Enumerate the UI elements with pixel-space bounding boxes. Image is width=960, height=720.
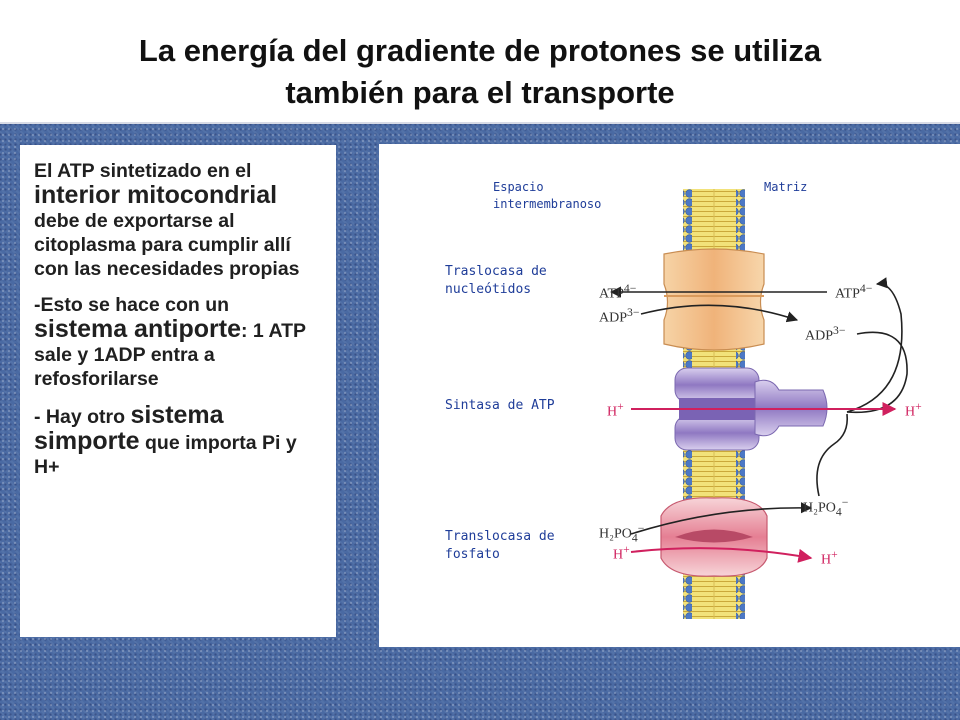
- p2-text-c: : 1 ATP sale y 1ADP entra a refosforilar…: [34, 320, 306, 390]
- adp-phosphorylation-arrow: [846, 331, 908, 414]
- title-line-2: también para el transporte: [285, 75, 675, 110]
- phosphate-left: H₂PO4−: [599, 522, 644, 544]
- adp-right: ADP3−: [805, 324, 845, 345]
- paragraph-symport: - Hay otro sistema simporte que importa …: [34, 403, 326, 479]
- proton-bottom-left-charge: +: [623, 543, 630, 556]
- proton-bottom-right-text: H: [821, 552, 832, 568]
- proton-right: H+: [905, 400, 922, 421]
- phosphate-right-charge: −: [841, 496, 849, 509]
- adp-left: ADP3−: [599, 306, 639, 327]
- adp-left-text: ADP: [599, 310, 628, 326]
- atp-right-text: ATP: [835, 286, 860, 302]
- proton-right-charge: +: [915, 400, 922, 413]
- phosphate-translocase-protein: [660, 497, 768, 577]
- p1-text-emphasis: interior mitocondrial: [34, 181, 278, 209]
- phosphate-left-text: H₂PO: [599, 526, 632, 542]
- atp-left-text: ATP: [599, 286, 624, 302]
- paragraph-antiport: -Esto se hace con un sistema antiporte: …: [34, 293, 326, 391]
- adp-left-charge: 3−: [627, 306, 640, 319]
- p1-text-a: El ATP sintetizado en el: [34, 160, 252, 182]
- label-atp-synthase: Sintasa de ATP: [445, 398, 555, 413]
- proton-left-text: H: [607, 404, 618, 420]
- label-phosphate-translocase: Translocasa de fosfato: [445, 529, 555, 562]
- label-nucleotide-translocase: Traslocasa de nucleótidos: [445, 264, 547, 297]
- atp-regeneration-arrow: [846, 277, 903, 413]
- label-intermembrane-space: Espacio intermembranoso: [493, 180, 602, 211]
- p2-text-emphasis: sistema antiporte: [34, 315, 242, 343]
- title-band: La energía del gradiente de protones se …: [0, 0, 960, 124]
- paragraph-atp-export: El ATP sintetizado en el interior mitoco…: [34, 159, 326, 281]
- title-line-1: La energía del gradiente de protones se …: [138, 33, 822, 68]
- p3-text-a: - Hay otro: [34, 406, 131, 428]
- diagram-panel: Espacio intermembranoso Matriz Traslocas…: [379, 144, 960, 647]
- phosphate-feed-arrow: [816, 413, 849, 497]
- p1-text-c: debe de exportarse al citoplasma para cu…: [34, 210, 300, 280]
- proton-arrow-phosphate: [630, 547, 813, 563]
- p3-text-emphasis: sistema simporte: [34, 401, 224, 455]
- proton-bottom-right-charge: +: [831, 548, 838, 561]
- membrane-diagram: [609, 189, 908, 619]
- atp-left: ATP4−: [599, 282, 636, 303]
- phosphate-left-sub: 4: [631, 531, 638, 545]
- phosphate-left-charge: −: [637, 522, 645, 535]
- slide-title: La energía del gradiente de protones se …: [20, 30, 940, 114]
- proton-bottom-right: H+: [821, 548, 838, 569]
- p3-text-c: que importa Pi y H+: [34, 432, 297, 478]
- proton-bottom-left-text: H: [613, 547, 624, 563]
- adp-import-arrow: [640, 304, 799, 323]
- atp-right-charge: 4−: [859, 282, 873, 295]
- proton-left: H+: [607, 400, 624, 421]
- phosphate-import-arrow: [630, 502, 813, 535]
- adp-right-text: ADP: [805, 328, 834, 344]
- phosphate-right-text: H₂PO: [803, 500, 836, 516]
- nucleotide-translocase-protein: [663, 248, 765, 351]
- label-matrix: Matriz: [764, 180, 808, 194]
- phosphate-right-sub: 4: [835, 505, 842, 519]
- proton-left-charge: +: [617, 400, 624, 413]
- atp-left-charge: 4−: [623, 282, 637, 295]
- proton-bottom-left: H+: [613, 543, 630, 564]
- text-panel: El ATP sintetizado en el interior mitoco…: [20, 145, 336, 637]
- p2-text-a: -Esto se hace con un: [34, 294, 230, 316]
- adp-right-charge: 3−: [833, 324, 846, 337]
- atp-right: ATP4−: [835, 282, 872, 303]
- phosphate-right: H₂PO4−: [803, 496, 848, 518]
- proton-right-text: H: [905, 404, 916, 420]
